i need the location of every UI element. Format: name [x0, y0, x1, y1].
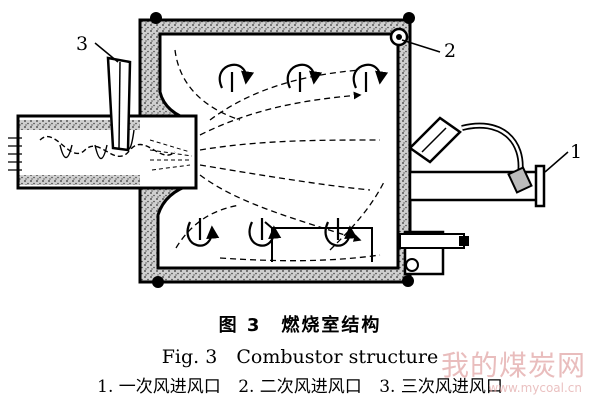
corner-bolt	[402, 275, 414, 287]
label-1: 1	[570, 141, 582, 163]
watermark: 我的煤炭网	[440, 349, 586, 382]
legend: 1. 一次风进风口 2. 二次风进风口 3. 三次风进风口	[0, 372, 600, 397]
corner-bolt	[152, 276, 164, 288]
legend-item: 2. 二次风进风口	[238, 377, 362, 397]
primary-air-inlet	[399, 116, 546, 276]
combustor-diagram: 3 2 1	[8, 12, 582, 288]
corner-bolt	[150, 12, 162, 24]
leader-lines	[94, 39, 569, 173]
label-2: 2	[444, 40, 456, 62]
label-3: 3	[76, 33, 88, 55]
tertiary-air-inlet	[106, 56, 132, 152]
figure-title-cn: 图 3 燃烧室结构	[218, 315, 382, 336]
watermark-url: www.mycoal.cn	[488, 381, 582, 395]
legend-item: 3. 三次风进风口	[379, 377, 503, 397]
legend-item: 1. 一次风进风口	[97, 377, 221, 397]
figure-title-en: Fig. 3 Combustor structure	[161, 346, 439, 368]
primary-duct	[8, 114, 198, 190]
corner-bolt	[403, 12, 415, 24]
swirl-arrows-top	[218, 63, 389, 92]
internal-baffle	[264, 221, 373, 262]
